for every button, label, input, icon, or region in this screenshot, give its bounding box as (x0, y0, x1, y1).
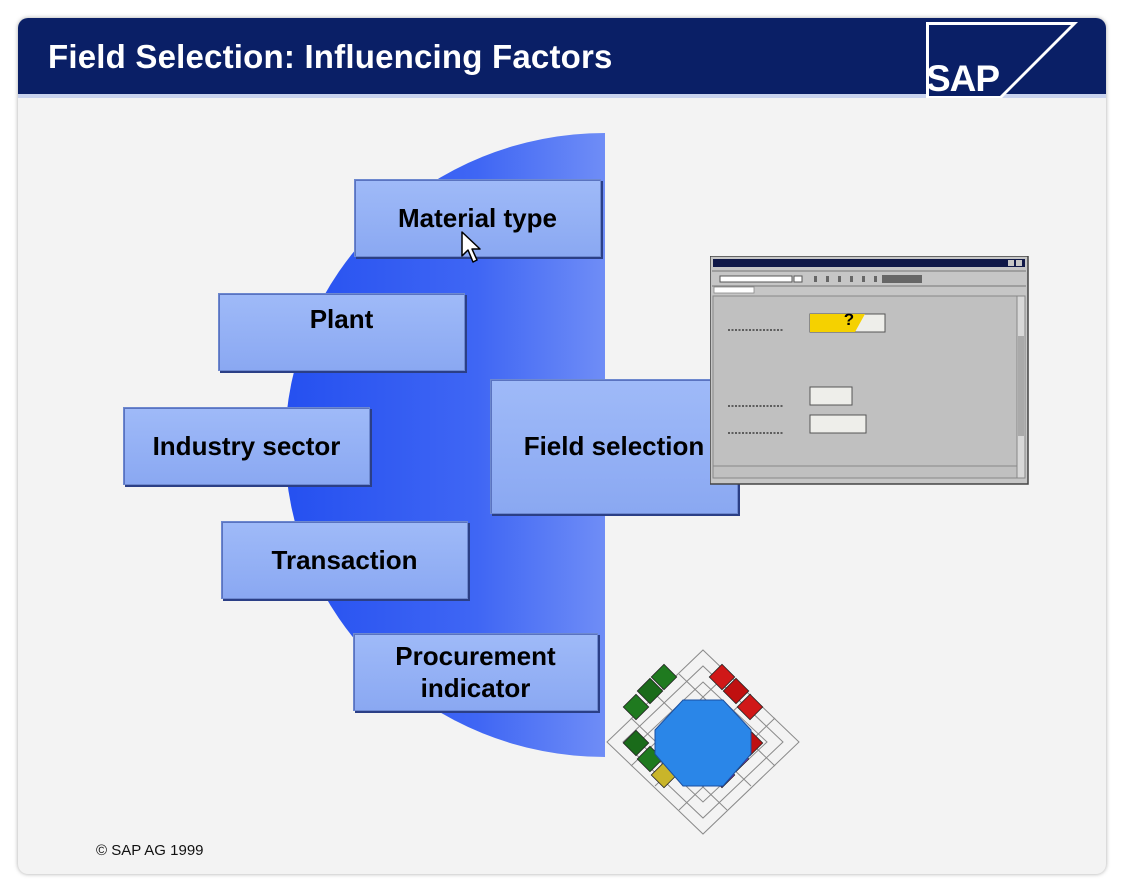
sap-logo-text: SAP (926, 58, 1000, 99)
factor-material-type-label: Material type (398, 202, 557, 233)
header-underline (18, 94, 1106, 98)
field-selection-box[interactable]: Field selection (490, 379, 738, 514)
factor-material-type[interactable]: Material type (354, 179, 601, 257)
factor-plant[interactable]: Plant (218, 293, 465, 371)
screen-mockup-window (710, 256, 1029, 485)
header-background (18, 18, 1106, 98)
mouse-cursor-icon (461, 231, 481, 263)
cube-grid-icon (606, 649, 800, 835)
half-disc-graphic (285, 133, 605, 757)
factor-plant-label: Plant (309, 304, 374, 334)
page-title: Field Selection: Influencing Factors (48, 38, 613, 75)
required-field-marker: ? (843, 310, 855, 329)
slide: Field Selection: Influencing Factors SAP… (18, 18, 1106, 874)
factor-procurement-indicator[interactable]: Procurement indicator (353, 633, 598, 711)
factor-procurement-indicator-label: Procurement indicator (395, 640, 556, 704)
factor-industry-sector-label: Industry sector (152, 430, 341, 461)
header-bar: Field Selection: Influencing Factors SAP (18, 18, 1106, 99)
factor-transaction[interactable]: Transaction (221, 521, 468, 599)
field-selection-label: Field selection (523, 431, 705, 462)
factor-industry-sector[interactable]: Industry sector (123, 407, 370, 485)
copyright-footer: © SAP AG 1999 (96, 842, 204, 859)
factor-transaction-label: Transaction (271, 544, 418, 575)
sap-logo-icon (926, 22, 1078, 98)
